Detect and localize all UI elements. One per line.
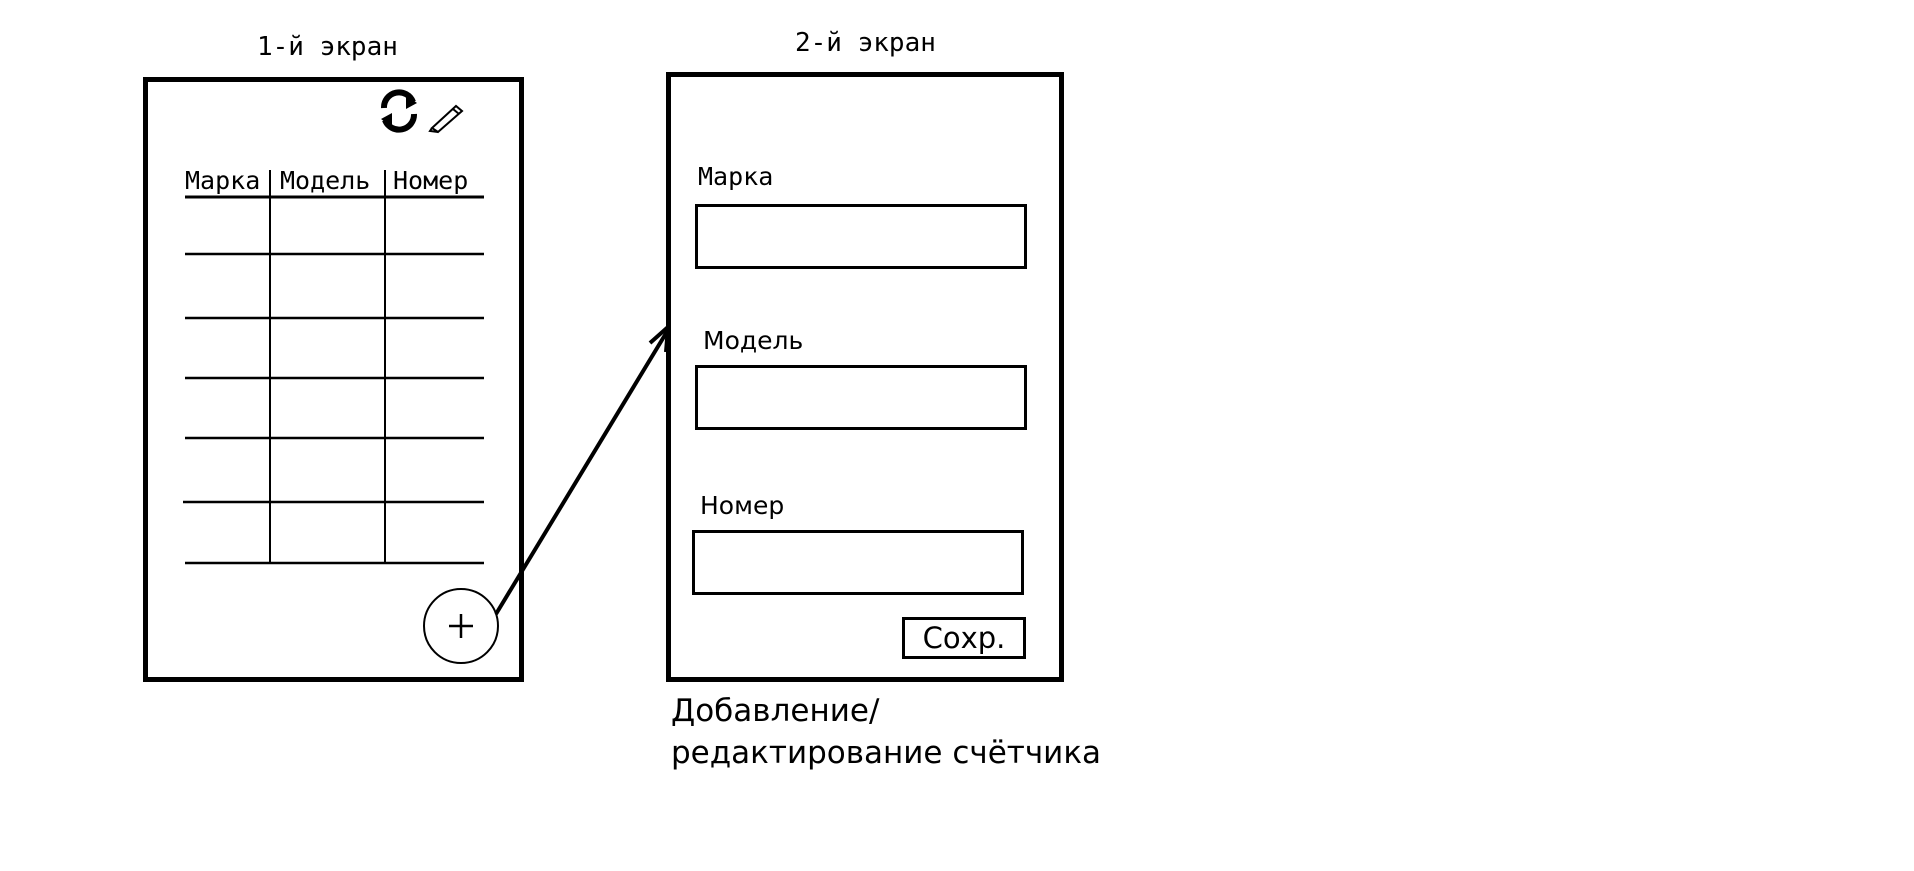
column-header-nomer: Номер <box>393 166 469 195</box>
screen2-title: 2-й экран <box>795 28 936 58</box>
marka-input[interactable] <box>695 204 1027 269</box>
field-label-model: Модель <box>703 326 804 355</box>
screen1-frame <box>143 77 524 682</box>
pencil-icon[interactable] <box>428 100 466 134</box>
field-label-marka: Марка <box>698 162 774 191</box>
screen2-caption-line1: Добавление/ <box>671 693 880 729</box>
save-button[interactable]: Сохр. <box>902 617 1026 659</box>
nomer-input[interactable] <box>692 530 1024 595</box>
screen1-title: 1-й экран <box>257 32 398 62</box>
add-button[interactable] <box>423 588 499 664</box>
model-input[interactable] <box>695 365 1027 430</box>
column-header-model: Модель <box>280 166 371 195</box>
screen2-caption-line2: редактирование счётчика <box>671 735 1102 771</box>
column-header-marka: Марка <box>185 166 261 195</box>
refresh-icon[interactable] <box>376 88 422 134</box>
field-label-nomer: Номер <box>700 491 785 520</box>
plus-icon <box>449 614 473 638</box>
